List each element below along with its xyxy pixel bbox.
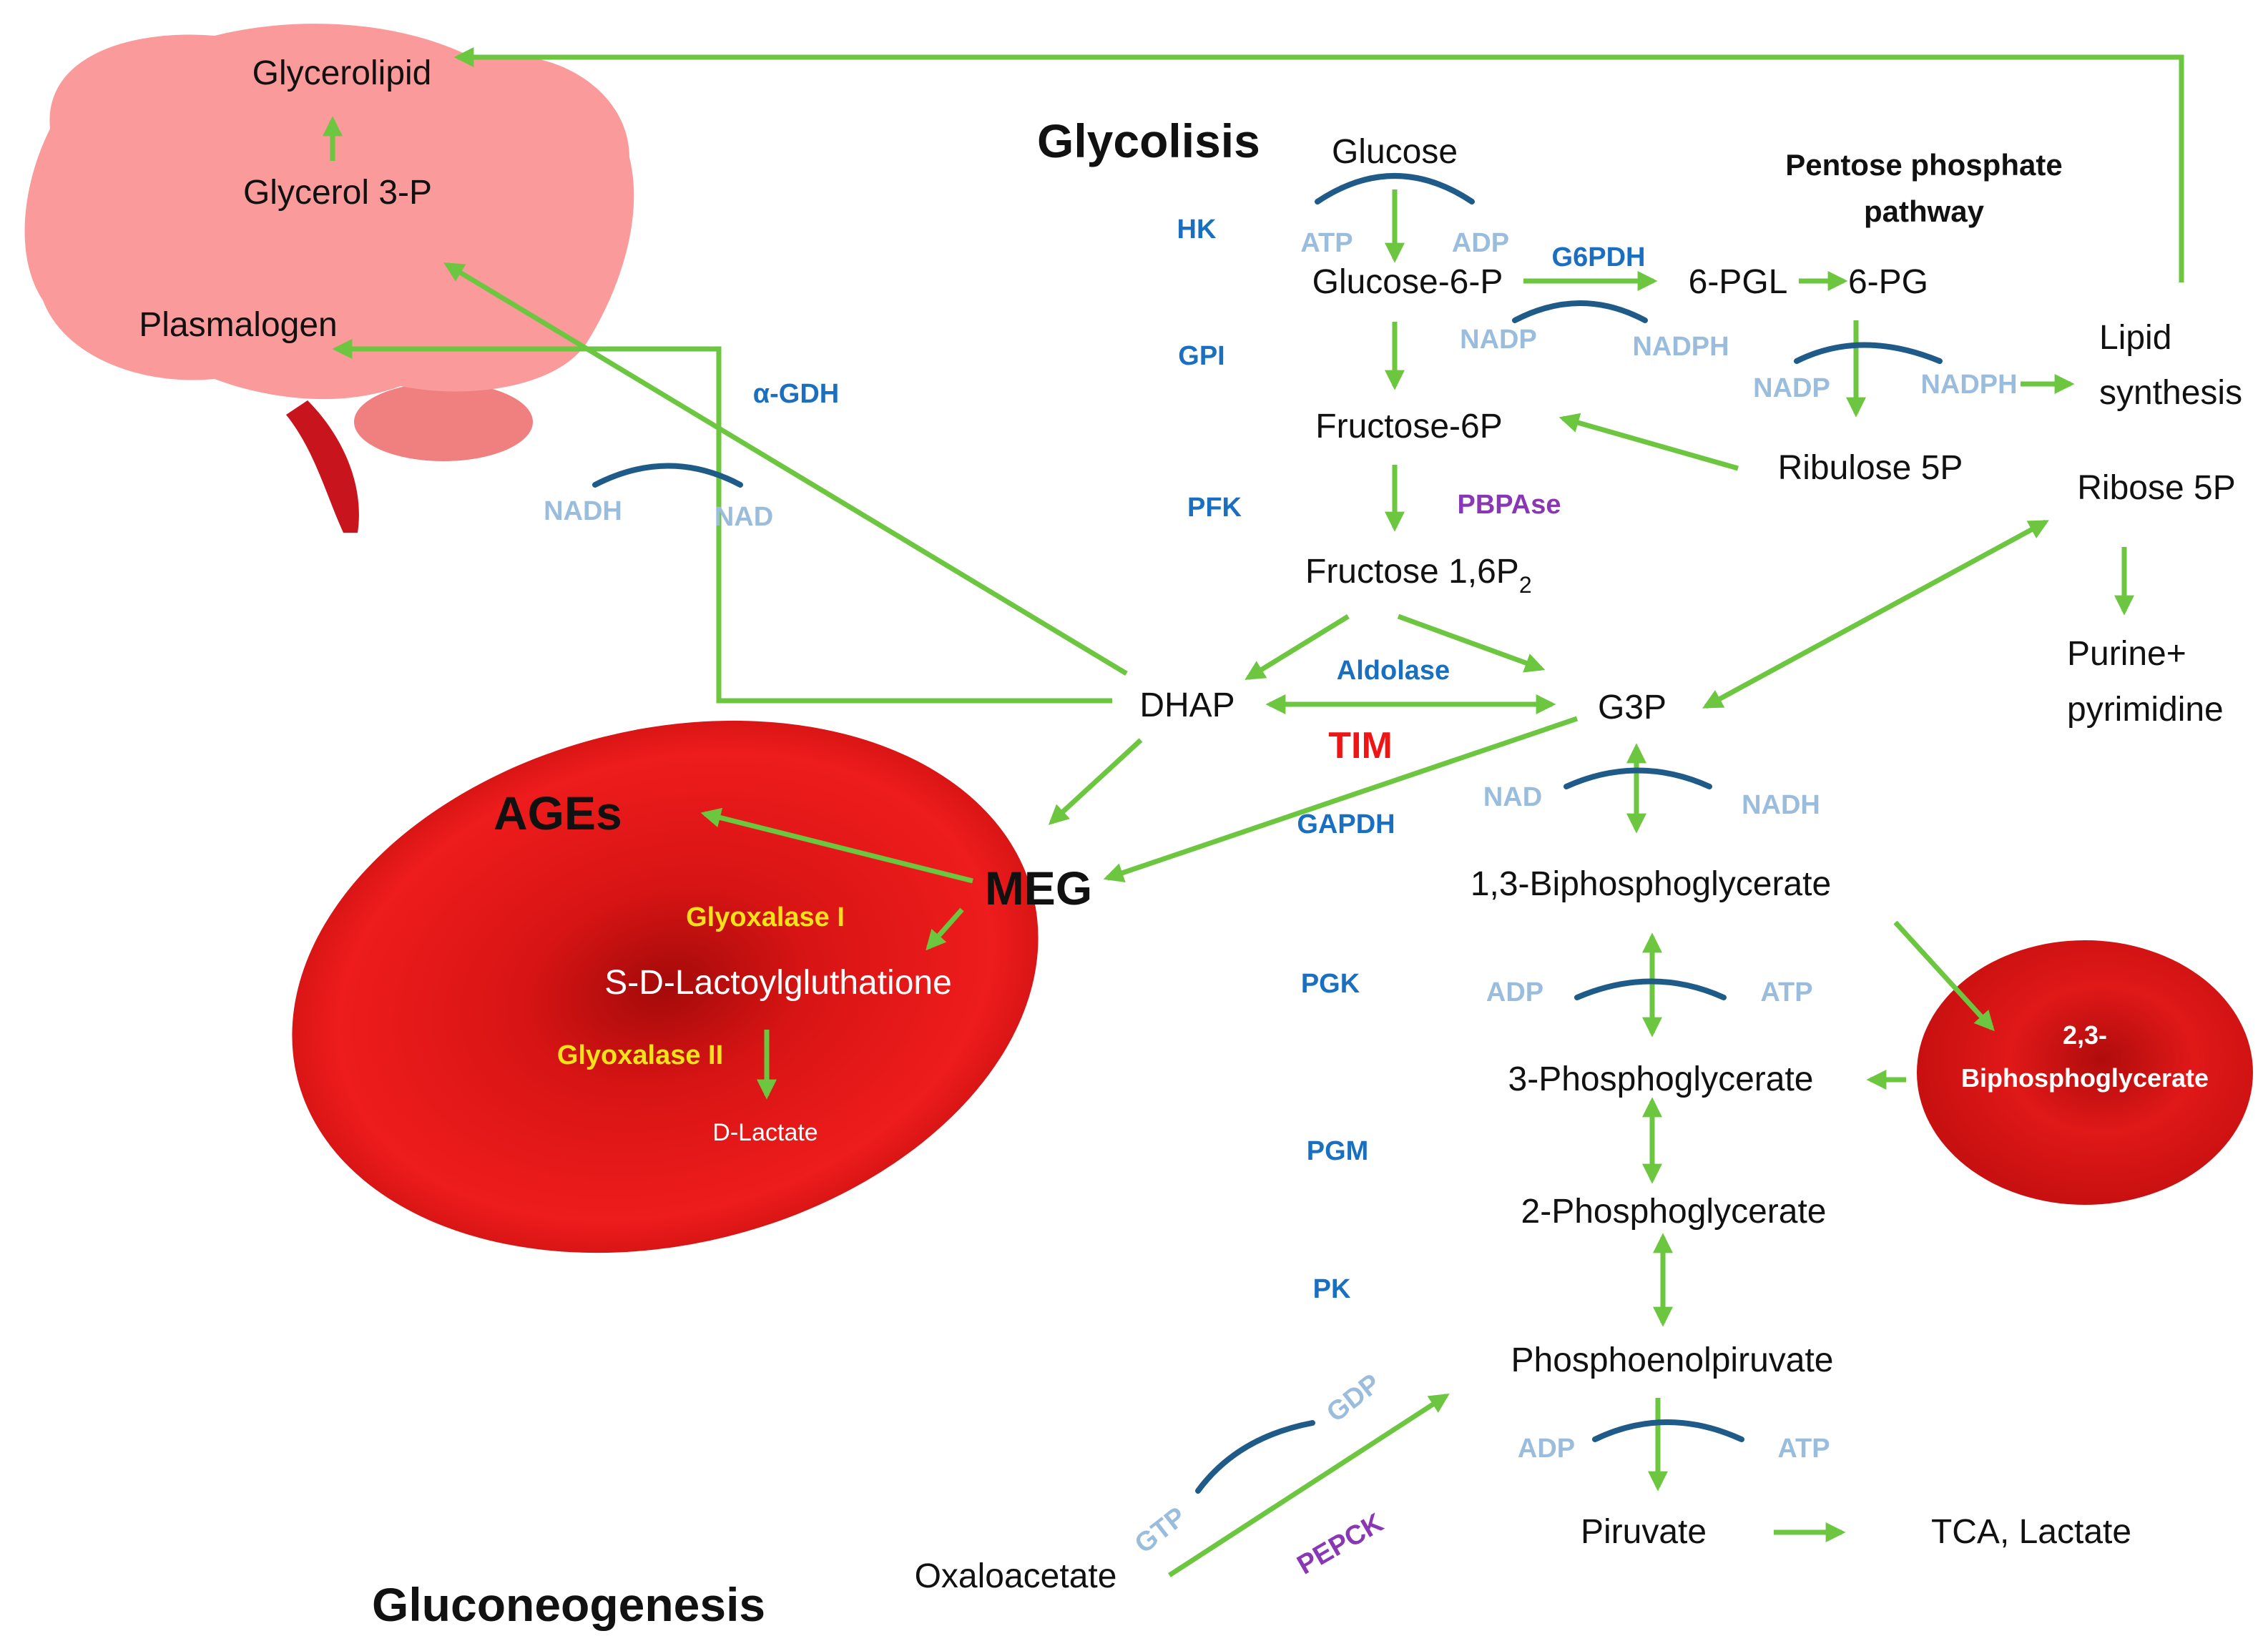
cofactor-pgd-nadph: NADPH bbox=[1920, 370, 2017, 400]
metabolite-6-pg: 6-PG bbox=[1848, 263, 1928, 301]
enzyme-pbpase: PBPAse bbox=[1457, 490, 1561, 520]
cofactor-gapdh-nad: NAD bbox=[1483, 782, 1542, 812]
enzyme-pk: PK bbox=[1313, 1274, 1351, 1304]
enzyme-gpi: GPI bbox=[1178, 341, 1224, 371]
metabolite-3-phosphoglycerate: 3-Phosphoglycerate bbox=[1508, 1060, 1814, 1098]
metabolite-2-phosphoglycerate: 2-Phosphoglycerate bbox=[1521, 1193, 1827, 1231]
curve-pepck bbox=[1195, 1420, 1315, 1494]
metabolite-s-d-lactoylgluthatione: S-D-Lactoylgluthatione bbox=[604, 964, 952, 1002]
arrow-g3p-to-meg bbox=[1103, 716, 1579, 883]
enzyme-glyoxalase-2: Glyoxalase II bbox=[557, 1040, 723, 1070]
metabolite-meg: MEG bbox=[985, 862, 1092, 915]
metabolite-fructose-6p: Fructose-6P bbox=[1315, 408, 1502, 445]
arrow-meg-to-sdlactoyl bbox=[926, 907, 964, 951]
glycolysis-heading: Glycolisis bbox=[1037, 114, 1260, 167]
cofactor-g6pdh-nadp: NADP bbox=[1460, 325, 1537, 355]
cofactor-hk-adp: ADP bbox=[1452, 228, 1509, 258]
metabolite-13-biphosphoglycerate: 1,3-Biphosphoglycerate bbox=[1471, 865, 1831, 903]
arrow-dhap-to-plasmalogen bbox=[332, 339, 1112, 704]
enzyme-pgk: PGK bbox=[1301, 969, 1360, 999]
gluconeogenesis-heading: Gluconeogenesis bbox=[372, 1578, 765, 1631]
fructose-16p2-main: Fructose 1,6P bbox=[1305, 553, 1519, 591]
curve-pgd bbox=[1794, 342, 1943, 364]
metabolite-glycerolipid: Glycerolipid bbox=[252, 54, 432, 92]
metabolite-glucose: Glucose bbox=[1332, 133, 1458, 171]
arrow-dhap-to-glycerol3p bbox=[443, 262, 1128, 676]
enzyme-pepck: PEPCK bbox=[1292, 1507, 1389, 1580]
arrow-f16p2-to-g3p bbox=[1397, 613, 1546, 673]
metabolite-phosphoenolpiruvate: Phosphoenolpiruvate bbox=[1511, 1341, 1833, 1379]
metabolite-g3p: G3P bbox=[1598, 689, 1666, 726]
cofactor-pepck-gtp: GTP bbox=[1129, 1502, 1192, 1559]
arrow-oxaloacetate-to-pep bbox=[1168, 1393, 1450, 1577]
cofactor-hk-atp: ATP bbox=[1300, 228, 1353, 258]
red-blood-cell-small bbox=[1917, 940, 2253, 1205]
enzyme-g6pdh: G6PDH bbox=[1552, 242, 1646, 272]
curve-gapdh bbox=[1563, 767, 1712, 789]
cofactor-pk-atp: ATP bbox=[1777, 1434, 1830, 1464]
metabolite-oxaloacetate: Oxaloacetate bbox=[915, 1557, 1117, 1595]
arrow-ribulose5p-to-f6p bbox=[1558, 413, 1739, 471]
ppp-heading-line2: pathway bbox=[1864, 194, 1985, 228]
enzyme-alpha-gdh: α-GDH bbox=[753, 379, 839, 409]
curve-pgk bbox=[1574, 978, 1727, 1000]
metabolite-piruvate: Piruvate bbox=[1581, 1513, 1707, 1551]
arrow-ribose5p-g3p bbox=[1702, 519, 2049, 709]
metabolite-23-bpg-line2: Biphosphoglycerate bbox=[1961, 1063, 2209, 1093]
cofactor-pk-adp: ADP bbox=[1518, 1434, 1575, 1464]
cofactor-pgk-adp: ADP bbox=[1486, 977, 1543, 1007]
metabolite-ribose-5p: Ribose 5P bbox=[2077, 469, 2235, 507]
metabolite-lipid-line2: synthesis bbox=[2099, 374, 2242, 412]
cofactor-curves bbox=[592, 173, 1943, 1494]
arrow-f16p2-to-dhap bbox=[1245, 614, 1350, 680]
cofactor-gapdh-nadh: NADH bbox=[1742, 790, 1820, 820]
cofactor-agdh-nad: NAD bbox=[715, 502, 773, 532]
metabolite-d-lactate: D-Lactate bbox=[712, 1119, 818, 1146]
ages-label: AGEs bbox=[494, 787, 622, 839]
arrow-dhap-to-meg bbox=[1048, 738, 1143, 825]
arrow-bpg13-to-bpg23 bbox=[1893, 920, 1995, 1032]
curve-hk bbox=[1315, 173, 1475, 204]
curve-g6pdh bbox=[1512, 300, 1648, 323]
metabolite-6-pgl: 6-PGL bbox=[1689, 263, 1788, 301]
cofactor-pgd-nadp: NADP bbox=[1753, 373, 1830, 403]
cofactor-g6pdh-nadph: NADPH bbox=[1632, 332, 1729, 362]
metabolite-glucose-6-p: Glucose-6-P bbox=[1312, 263, 1503, 301]
metabolite-ribulose-5p: Ribulose 5P bbox=[1778, 449, 1963, 487]
arrow-lipid-to-glycerolipid bbox=[453, 47, 2184, 282]
enzyme-pfk: PFK bbox=[1187, 493, 1242, 523]
metabolite-fructose-16p2: Fructose 1,6P2 bbox=[1305, 553, 1532, 598]
enzyme-glyoxalase-1: Glyoxalase I bbox=[686, 902, 845, 932]
curve-agdh bbox=[592, 463, 743, 488]
metabolite-dhap: DHAP bbox=[1139, 686, 1234, 724]
metabolite-lipid-line1: Lipid bbox=[2099, 319, 2171, 357]
enzyme-tim: TIM bbox=[1328, 725, 1393, 767]
cofactor-pepck-gdp: GDP bbox=[1321, 1369, 1386, 1429]
cofactor-pgk-atp: ATP bbox=[1760, 977, 1812, 1007]
metabolite-plasmalogen: Plasmalogen bbox=[139, 306, 338, 344]
fructose-16p2-subscript: 2 bbox=[1519, 572, 1532, 598]
arrow-meg-to-ages bbox=[700, 807, 973, 884]
pathway-arrows bbox=[323, 47, 2184, 1577]
metabolite-23-bpg-line1: 2,3- bbox=[2063, 1020, 2107, 1050]
enzyme-hk: HK bbox=[1177, 215, 1217, 245]
cofactor-agdh-nadh: NADH bbox=[544, 496, 622, 526]
brain-illustration bbox=[24, 24, 634, 533]
metabolite-purine-line1: Purine+ bbox=[2067, 635, 2186, 673]
red-blood-cell-large bbox=[292, 720, 1039, 1253]
enzyme-gapdh: GAPDH bbox=[1297, 809, 1395, 839]
curve-pk bbox=[1592, 1419, 1744, 1442]
metabolite-glycerol-3-p: Glycerol 3-P bbox=[243, 174, 432, 212]
metabolite-purine-line2: pyrimidine bbox=[2067, 691, 2224, 729]
ppp-heading-line1: Pentose phosphate bbox=[1785, 148, 2062, 182]
enzyme-pgm: PGM bbox=[1307, 1136, 1369, 1166]
metabolite-tca-lactate: TCA, Lactate bbox=[1931, 1513, 2131, 1551]
enzyme-aldolase: Aldolase bbox=[1337, 656, 1450, 686]
